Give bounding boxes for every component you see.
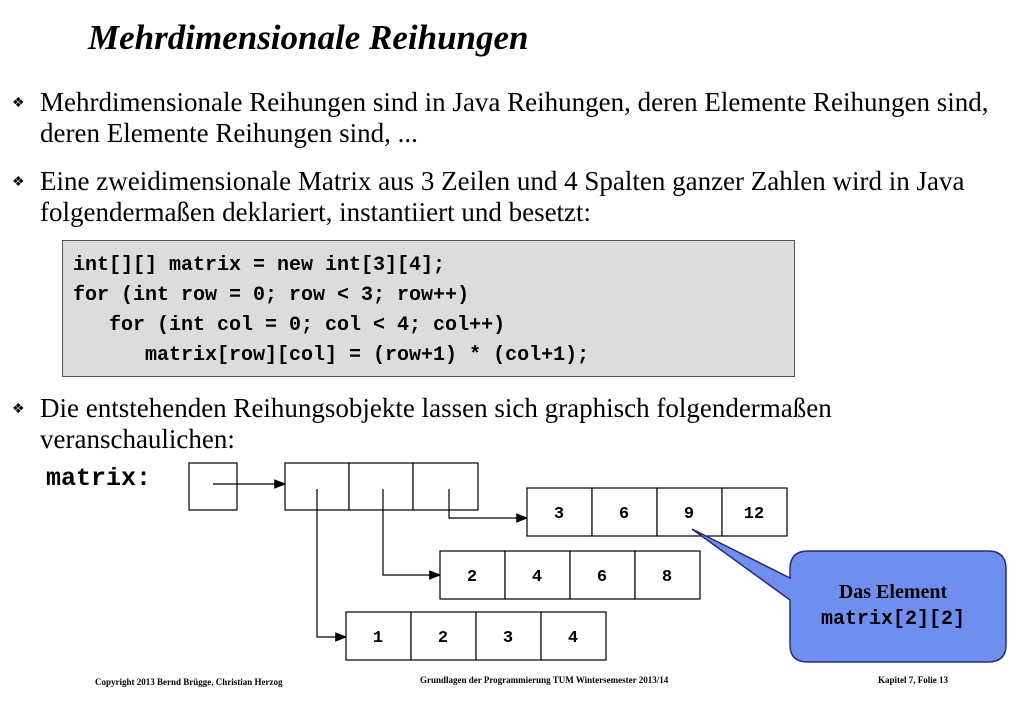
cell-value: 3	[503, 629, 513, 648]
row1-arrow	[382, 489, 442, 580]
slide-title: Mehrdimensionale Reihungen	[88, 18, 529, 57]
bullet-2: ❖ Eine zweidimensionale Matrix aus 3 Zei…	[12, 166, 992, 228]
bullet-1: ❖ Mehrdimensionale Reihungen sind in Jav…	[12, 87, 992, 149]
cell-value: 4	[532, 568, 542, 587]
row0-arrow	[316, 489, 348, 642]
bullet-text: Die entstehenden Reihungsobjekte lassen …	[40, 393, 832, 454]
code-line: for (int col = 0; col < 4; col++)	[73, 314, 506, 337]
cell-value: 2	[467, 568, 477, 587]
diamond-bullet-icon: ❖	[12, 175, 25, 190]
inner-array-row-0	[345, 611, 607, 661]
bullet-text: Mehrdimensionale Reihungen sind in Java …	[40, 87, 989, 148]
bullet-text: Eine zweidimensionale Matrix aus 3 Zeile…	[40, 166, 965, 227]
cell-value: 4	[568, 629, 578, 648]
cell-value: 8	[662, 568, 672, 587]
outer-cell	[412, 462, 479, 511]
code-line: for (int row = 0; row < 3; row++)	[73, 284, 470, 307]
code-line: matrix[row][col] = (row+1) * (col+1);	[73, 344, 590, 367]
inner-array-row-2	[526, 487, 788, 537]
bullet-3: ❖ Die entstehenden Reihungsobjekte lasse…	[12, 393, 992, 455]
cell-value: 6	[597, 568, 607, 587]
callout-bubble	[691, 528, 1007, 663]
cell-value: 9	[684, 505, 694, 524]
row2-arrow	[448, 489, 529, 523]
outer-array	[284, 462, 479, 511]
matrix-reference-box	[188, 462, 238, 511]
callout-line-1: Das Element	[838, 581, 948, 603]
diamond-bullet-icon: ❖	[12, 96, 25, 111]
footer-copyright: Copyright 2013 Bernd Brügge, Christian H…	[95, 677, 283, 687]
cell-value: 6	[619, 505, 629, 524]
matrix-variable-label: matrix:	[46, 464, 152, 493]
inner-array-row-1	[439, 550, 701, 600]
diamond-bullet-icon: ❖	[12, 402, 25, 417]
cell-value: 3	[554, 505, 564, 524]
outer-cell	[348, 462, 414, 511]
code-block: int[][] matrix = new int[3][4]; for (int…	[62, 240, 795, 377]
code-line: int[][] matrix = new int[3][4];	[73, 254, 446, 277]
callout-text: Das Element matrix[2][2]	[788, 578, 998, 634]
footer-slide-number: Kapitel 7, Folie 13	[878, 675, 948, 685]
cell-value: 1	[373, 629, 383, 648]
cell-value: 2	[438, 629, 448, 648]
footer-course: Grundlagen der Programmierung TUM Winter…	[420, 675, 669, 685]
cell-value: 12	[744, 505, 764, 524]
callout-line-2: matrix[2][2]	[820, 608, 966, 631]
